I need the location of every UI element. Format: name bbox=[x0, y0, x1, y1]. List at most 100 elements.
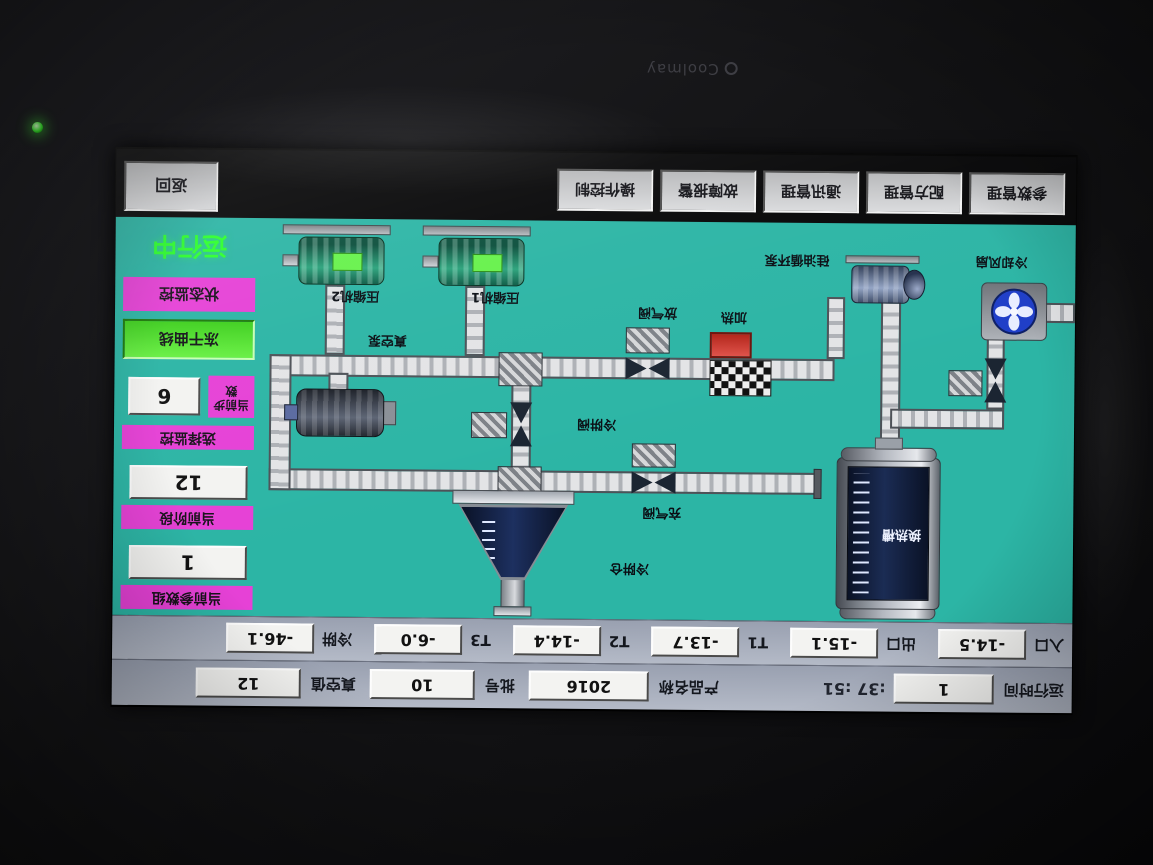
cold-trap-chamber-label: 冷阱仓 bbox=[609, 560, 649, 576]
pipe bbox=[890, 408, 1005, 430]
compressor1-label: 压缩机1 bbox=[471, 288, 520, 305]
vacuum-label: 真空值 bbox=[310, 674, 356, 693]
back-button[interactable]: 返回 bbox=[123, 160, 219, 212]
pipe-end-cap bbox=[813, 468, 822, 499]
hmi-screen: 运行时间 1 :37 :51 产品名称 2016 批号 10 真空值 12 入口… bbox=[110, 146, 1078, 716]
fill-valve-actuator bbox=[631, 443, 676, 468]
power-led-light bbox=[32, 122, 43, 133]
oil-pump-icon bbox=[839, 255, 926, 310]
cold-trap-temp-label: 冷阱 bbox=[322, 629, 353, 648]
pipe bbox=[1042, 302, 1076, 324]
param-mgmt-button[interactable]: 参数管理 bbox=[968, 172, 1066, 216]
fan-blades-icon bbox=[991, 288, 1038, 335]
comm-mgmt-button[interactable]: 通讯管理 bbox=[762, 170, 860, 214]
process-diagram: 换热槽 bbox=[112, 216, 1076, 624]
stage-field: 12 bbox=[129, 464, 248, 500]
t2-temp-label: T2 bbox=[608, 632, 630, 651]
vacuum-pump-body bbox=[295, 388, 385, 438]
outlet-temp-field: -15.1 bbox=[789, 628, 879, 659]
batch-label: 批号 bbox=[484, 676, 515, 695]
compressor-shaft bbox=[282, 254, 299, 267]
cold-trap-valve-icon bbox=[510, 402, 532, 446]
stage-label: 当前阶段 bbox=[121, 504, 254, 531]
vacuum-pump-icon bbox=[282, 382, 397, 441]
oil-pump-base bbox=[845, 255, 920, 264]
heat-exchange-tank-icon: 换热槽 bbox=[835, 437, 941, 620]
oil-pump-label: 硅油循环泵 bbox=[764, 251, 830, 268]
heater-label: 加热 bbox=[720, 309, 748, 325]
chamber-cone-inner bbox=[461, 507, 566, 578]
freeze-dry-curve-button[interactable]: 冻干曲线 bbox=[122, 318, 255, 361]
fan-line-valve-icon bbox=[984, 358, 1006, 402]
outlet-temp-label: 出口 bbox=[886, 634, 917, 653]
brand-logo: Coolmay bbox=[646, 60, 738, 78]
status-monitor-button[interactable]: 状态监控 bbox=[123, 276, 256, 313]
chamber-top-cap bbox=[493, 606, 532, 617]
runtime-min-sec-text: :37 :51 bbox=[822, 679, 886, 699]
fan-line-valve-actuator bbox=[948, 370, 983, 397]
cooling-fan-label: 冷却风扇 bbox=[975, 253, 1028, 269]
cold-trap-temp-field: -46.1 bbox=[225, 623, 315, 655]
recipe-mgmt-button[interactable]: 配方管理 bbox=[865, 171, 963, 215]
product-name-label: 产品名称 bbox=[658, 677, 719, 697]
compressor1-icon bbox=[422, 225, 531, 292]
running-status-text: 运行中 bbox=[151, 231, 228, 261]
cold-trap-valve-label: 冷阱阀 bbox=[576, 415, 617, 432]
cold-trap-valve-actuator bbox=[470, 411, 508, 439]
chamber-rim bbox=[452, 489, 575, 505]
vent-valve-actuator bbox=[625, 327, 670, 354]
fill-valve-icon bbox=[631, 471, 675, 493]
runtime-label: 运行时间 bbox=[1003, 680, 1064, 700]
step-count-field: 6 bbox=[128, 376, 201, 416]
compressor-base bbox=[422, 225, 531, 237]
vacuum-field: 12 bbox=[195, 668, 301, 699]
fault-alarm-button[interactable]: 故障报警 bbox=[659, 169, 757, 213]
compressor-shaft bbox=[422, 255, 439, 268]
compressor-base bbox=[282, 224, 391, 236]
brand-logo-icon bbox=[724, 62, 738, 76]
heat-exchange-tank-label: 换热槽 bbox=[882, 526, 922, 542]
vacuum-pump-port bbox=[284, 404, 299, 421]
tank-level-scale bbox=[852, 473, 870, 594]
oil-pump-body bbox=[851, 265, 910, 304]
hmi-screen-content: 运行时间 1 :37 :51 产品名称 2016 批号 10 真空值 12 入口… bbox=[111, 148, 1077, 714]
cooling-fan-icon bbox=[980, 278, 1048, 343]
operation-control-button[interactable]: 操作控制 bbox=[556, 168, 654, 212]
chamber-level-scale bbox=[482, 514, 496, 562]
runtime-hours-field: 1 bbox=[893, 674, 994, 705]
vent-valve-label: 放气阀 bbox=[637, 304, 678, 320]
inlet-temp-field: -14.5 bbox=[938, 629, 1027, 661]
t1-temp-label: T1 bbox=[747, 633, 769, 653]
vacuum-pump-label: 真空泵 bbox=[367, 332, 407, 348]
sensor-bar: 入口 -14.5 出口 -15.1 T1 -13.7 T2 -14.4 T3 -… bbox=[111, 614, 1073, 668]
t1-temp-field: -13.7 bbox=[651, 627, 740, 658]
tank-outlet-fitting bbox=[874, 437, 903, 450]
batch-field: 10 bbox=[369, 669, 475, 701]
compressor-badge bbox=[472, 253, 503, 273]
compressor-badge bbox=[332, 252, 363, 271]
param-group-label: 当前参数组 bbox=[120, 584, 253, 611]
inlet-temp-label: 入口 bbox=[1034, 635, 1065, 655]
heater-element-icon bbox=[709, 360, 772, 397]
t3-temp-label: T3 bbox=[470, 631, 491, 650]
compressor2-label: 压缩机2 bbox=[331, 287, 380, 304]
brand-logo-text: Coolmay bbox=[646, 60, 719, 78]
t3-temp-field: -6.0 bbox=[373, 624, 463, 656]
monitor-select-label: 选择监控 bbox=[121, 424, 255, 451]
cold-trap-chamber-icon bbox=[452, 486, 575, 617]
tank-level-panel: 换热槽 bbox=[846, 466, 930, 601]
vent-valve-icon bbox=[625, 357, 669, 379]
pipe-junction bbox=[498, 352, 543, 387]
oil-pump-head bbox=[903, 269, 926, 300]
fill-valve-label: 充气阀 bbox=[642, 504, 682, 520]
compressor2-icon bbox=[282, 224, 391, 291]
chamber-cone bbox=[458, 504, 569, 581]
heater-icon bbox=[709, 332, 752, 359]
t2-temp-field: -14.4 bbox=[512, 625, 601, 657]
info-bar: 运行时间 1 :37 :51 产品名称 2016 批号 10 真空值 12 bbox=[111, 658, 1072, 714]
tank-body: 换热槽 bbox=[835, 457, 941, 611]
product-name-field: 2016 bbox=[528, 670, 649, 702]
chamber-neck bbox=[500, 577, 525, 608]
step-count-label: 当前步数 bbox=[208, 375, 255, 419]
